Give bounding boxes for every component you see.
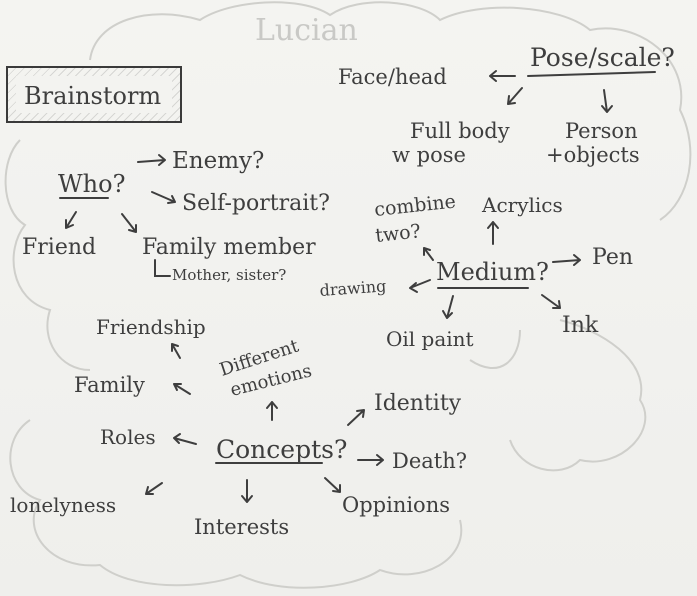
node-medium: Medium? [436,258,549,286]
cloud-outlines [4,1,692,589]
node-two: two? [374,220,422,247]
node-interests: Interests [194,515,289,539]
node-roles: Roles [100,425,156,449]
node-ink: Ink [562,313,599,338]
node-death: Death? [392,449,467,473]
node-full-body: Full body [410,119,510,143]
page-title: Brainstorm [24,82,161,110]
node-lonelyness: lonelyness [10,493,116,517]
arrows [59,70,656,503]
node-person: Person [565,119,638,143]
node-oppinions: Oppinions [342,493,450,517]
node-acrylics: Acrylics [481,193,563,217]
node-friendship: Friendship [96,315,206,339]
title-box [6,66,182,123]
node-mother-sister: Mother, sister? [172,266,286,284]
node-objects: +objects [546,143,640,167]
node-identity: Identity [374,391,462,416]
node-combine: combine [373,191,457,221]
node-drawing: drawing [319,276,387,300]
node-pen: Pen [592,245,633,270]
node-self-portrait: Self-portrait? [182,191,330,216]
node-w-pose: w pose [392,143,466,167]
node-pose-scale: Pose/scale? [530,43,675,72]
node-concepts: Concepts? [216,435,347,464]
node-family: Family [74,373,145,397]
node-oil-paint: Oil paint [386,327,474,351]
node-friend: Friend [22,235,96,260]
node-enemy: Enemy? [172,148,264,174]
labels: Brainstorm Pose/scale? Face/head Full bo… [10,43,675,539]
node-family-member: Family member [142,235,316,260]
ghost-text: Lucian [255,13,358,48]
node-who: Who? [58,170,125,198]
node-face-head: Face/head [338,65,447,89]
